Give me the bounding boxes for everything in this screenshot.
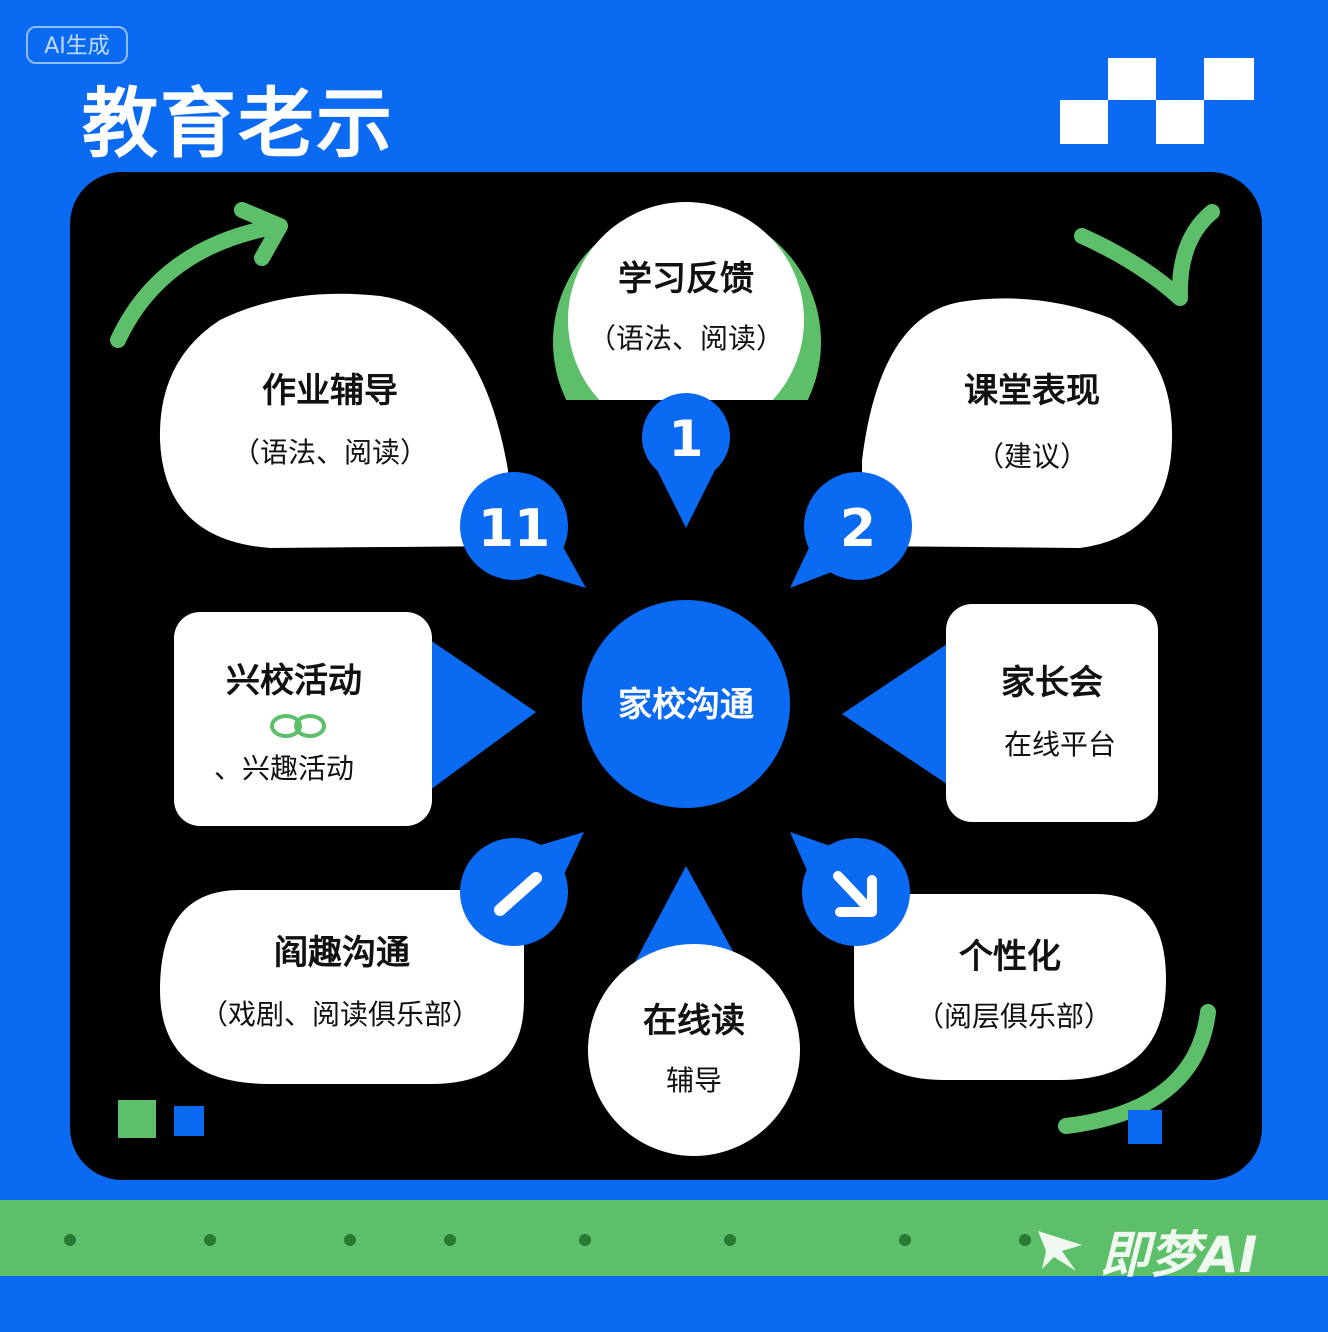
check-curve-right-icon (1074, 204, 1220, 306)
node-bottom-sub: 辅导 (666, 1064, 722, 1097)
page-title: 教育老示 (82, 79, 394, 168)
square-blue-right (1128, 1110, 1162, 1144)
center-label: 家校沟通 (618, 685, 754, 725)
node-top-number: 1 (669, 410, 704, 468)
node-top-right[interactable]: 2 课堂表现 （建议） (790, 298, 1173, 588)
node-left[interactable]: 兴校活动 、兴趣活动 (174, 612, 536, 826)
node-top-left-number: 11 (478, 499, 550, 559)
node-top-left-title: 作业辅导 (262, 371, 398, 411)
square-green (118, 1100, 156, 1138)
center-node[interactable]: 家校沟通 (582, 600, 790, 808)
node-top-left-sub: （语法、阅读） (232, 436, 428, 469)
jimeng-logo-icon (1038, 1231, 1082, 1271)
node-right[interactable]: 家长会 在线平台 (842, 604, 1158, 822)
arrow-down-right-icon (833, 871, 877, 917)
node-top-right-sub: （建议） (976, 440, 1088, 473)
node-bottom-right-title: 个性化 (959, 937, 1061, 977)
arrow-head-left-icon (234, 202, 288, 266)
node-bottom-title: 在线读 (643, 1001, 745, 1041)
node-bottom-left-title: 阎趣沟通 (274, 933, 410, 973)
node-bottom-left-sub: （戏剧、阅读俱乐部） (200, 998, 480, 1031)
node-right-title: 家长会 (1001, 663, 1103, 703)
node-top-sub: （语法、阅读） (588, 322, 784, 355)
checker-decoration (1060, 58, 1254, 144)
watermark-text: 即梦AI (1100, 1226, 1258, 1284)
curve-bottom-right (1058, 1004, 1216, 1134)
node-top-right-number: 2 (840, 499, 876, 559)
node-bottom-right[interactable]: 个性化 （阅层俱乐部） (790, 832, 1166, 1080)
ai-generated-badge: AI生成 (26, 26, 128, 64)
node-left-title: 兴校活动 (226, 661, 362, 701)
node-left-sub: 、兴趣活动 (214, 752, 354, 785)
node-bottom-left[interactable]: 阎趣沟通 （戏剧、阅读俱乐部） (160, 832, 584, 1084)
node-bottom[interactable]: 在线读 辅导 (588, 866, 800, 1156)
node-bottom-right-sub: （阅层俱乐部） (916, 1000, 1112, 1033)
node-top-right-title: 课堂表现 (964, 371, 1100, 411)
node-top[interactable]: 1 学习反馈 （语法、阅读） (553, 202, 821, 528)
slash-icon (494, 872, 542, 916)
node-top-left[interactable]: 11 作业辅导 （语法、阅读） (159, 293, 586, 588)
watermark: 即梦AI (1032, 1216, 1302, 1286)
node-right-sub: 在线平台 (1004, 728, 1116, 761)
square-blue (174, 1106, 204, 1136)
arrow-curve-left (110, 220, 276, 348)
infinity-icon (270, 714, 326, 738)
bottom-band (0, 1200, 1328, 1276)
node-top-title: 学习反馈 (618, 259, 754, 299)
